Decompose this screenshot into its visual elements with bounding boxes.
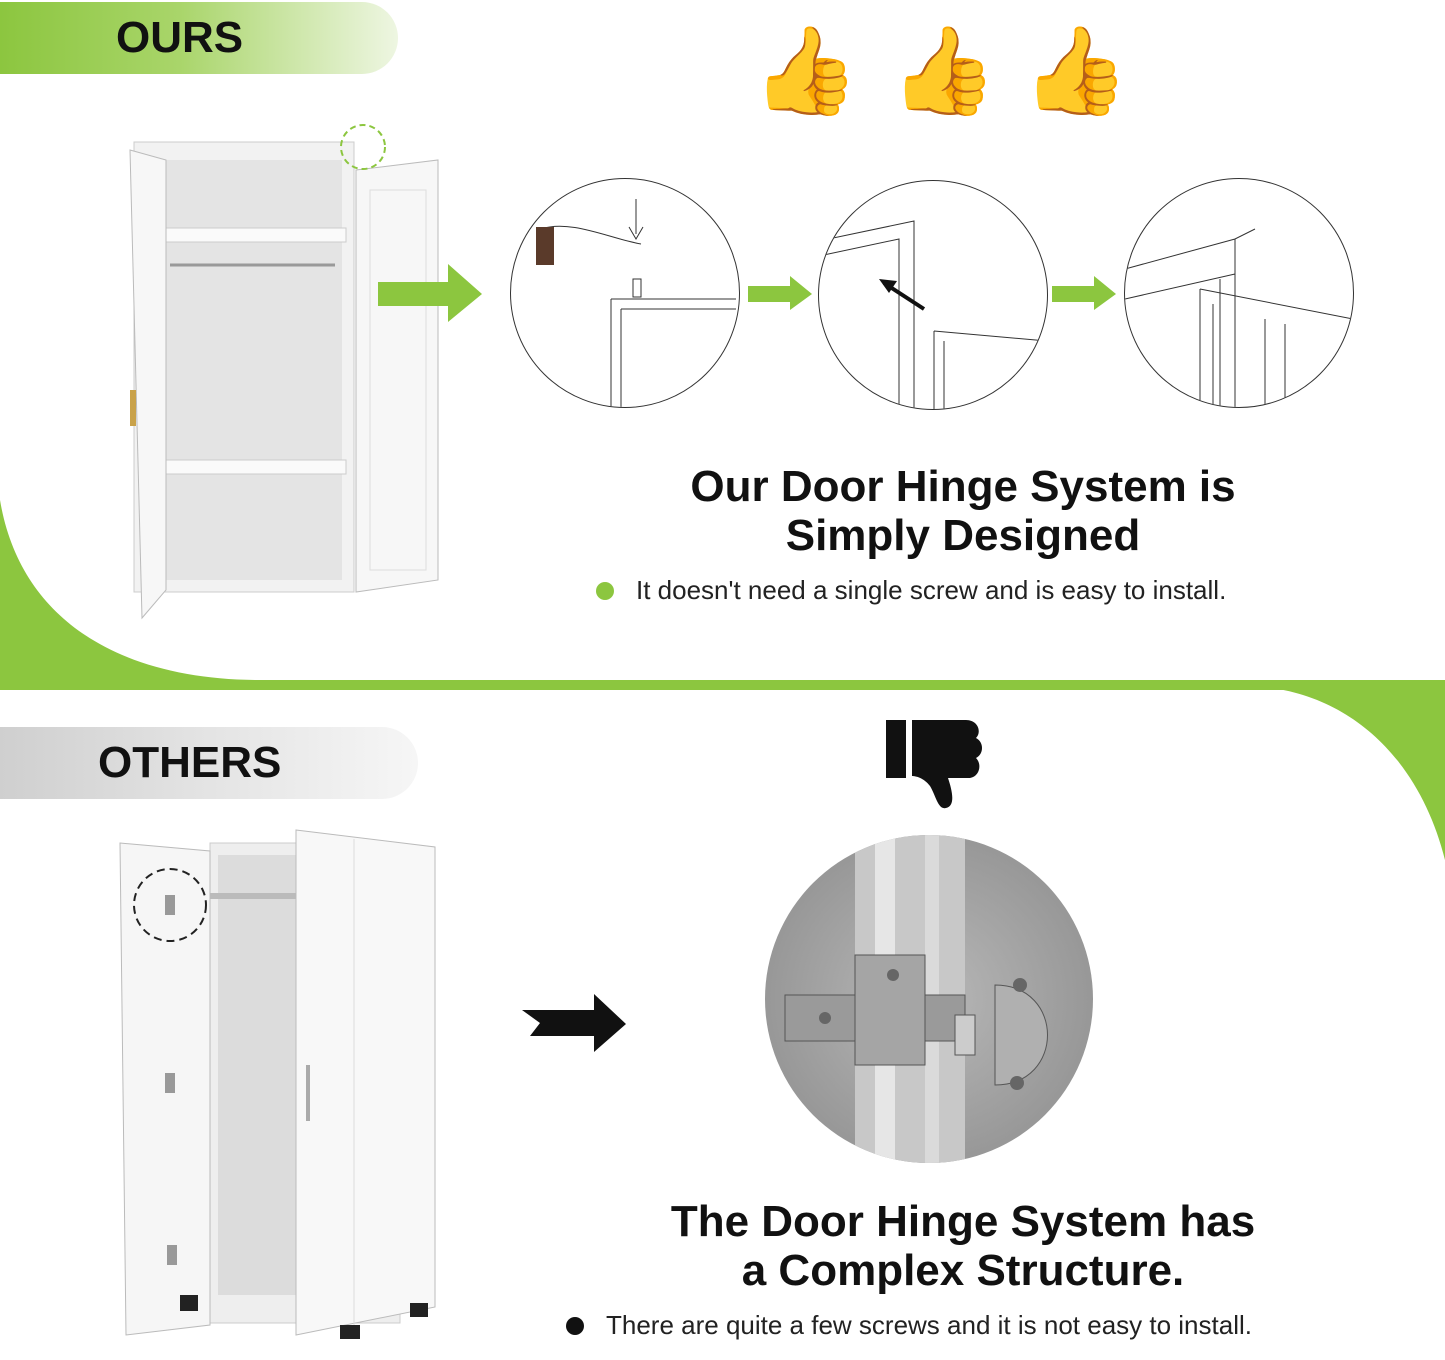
ours-tag-label: OURS — [116, 13, 244, 62]
thumbs-up-icon: 👍 — [1022, 23, 1130, 119]
ours-bullet-text: It doesn't need a single screw and is ea… — [636, 575, 1227, 605]
arrow-right-icon — [378, 264, 482, 322]
bullet-dot-icon — [566, 1316, 584, 1335]
others-tag-label: OTHERS — [98, 738, 282, 787]
ours-heading-line2: Simply Designed — [785, 511, 1141, 560]
ours-heading-line1: Our Door Hinge System is — [690, 462, 1236, 511]
arrow-right-icon — [1052, 276, 1116, 310]
thumbs-down-icon — [886, 720, 982, 809]
others-tag: OTHERS — [0, 727, 418, 799]
others-heading-line2: a Complex Structure. — [741, 1246, 1185, 1295]
arrow-right-icon — [748, 276, 812, 310]
thumbs-up-icon: 👍 — [890, 23, 998, 119]
thumbs-up-icon: 👍 — [752, 23, 860, 119]
step-3-diagram — [1124, 178, 1354, 408]
ours-tag: OURS — [0, 2, 398, 74]
bullet-dot-icon — [596, 581, 614, 600]
others-heading-line1: The Door Hinge System has — [670, 1197, 1256, 1246]
ours-heading: Our Door Hinge System is Simply Designed — [600, 462, 1326, 560]
step-2-diagram — [818, 180, 1048, 410]
others-bullet-text: There are quite a few screws and it is n… — [606, 1310, 1252, 1340]
others-cabinet-image — [119, 829, 436, 1339]
arrow-right-icon — [522, 994, 626, 1052]
complex-hinge-photo — [765, 835, 1093, 1163]
others-heading: The Door Hinge System has a Complex Stru… — [600, 1197, 1326, 1295]
others-bullet: There are quite a few screws and it is n… — [566, 1310, 1252, 1341]
step-1-diagram — [510, 178, 740, 408]
ours-bullet: It doesn't need a single screw and is ea… — [596, 575, 1226, 606]
ours-cabinet-image — [129, 124, 439, 620]
